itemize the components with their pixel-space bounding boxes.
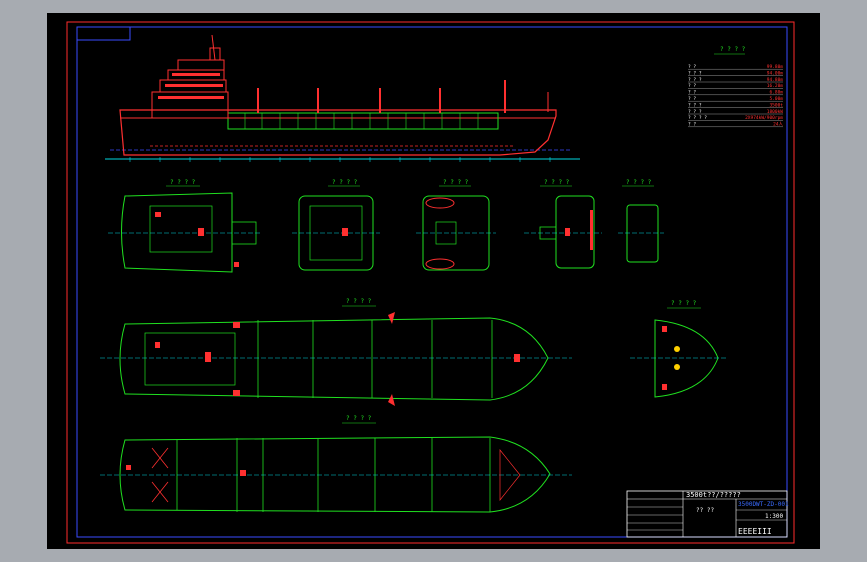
plan-c-title: ? ? ? ? [443, 179, 469, 186]
particular-value: 2X974kW/900rpm [745, 115, 783, 121]
plan-e-outline [626, 204, 659, 263]
main-deck-plan: ? ? ? ? [100, 298, 572, 406]
main-deck-equipment [155, 312, 520, 406]
hold-plan-tank-marks [126, 449, 521, 501]
particular-value: 99.80m [767, 64, 784, 70]
particular-label: ? ? [688, 83, 696, 89]
canvas-background [47, 13, 820, 549]
profile-superstructure-windows [158, 73, 224, 99]
forecastle-plan: ? ? ? ? [630, 300, 726, 398]
main-deck-title: ? ? ? ? [346, 298, 372, 305]
main-deck-accommodation [144, 332, 236, 386]
particulars-title: ? ? ? ? [720, 46, 746, 53]
hold-plan-title: ? ? ? ? [346, 415, 372, 422]
sheet-outer-border [66, 21, 795, 544]
deck-plan-c: ? ? ? ? [416, 179, 496, 271]
particulars-rows: ? ? 99.80m ? ? ? 94.00m ? ? ? 94.80m ? ? 16.20m… [688, 64, 783, 128]
title-block-company: EEEEIII [738, 527, 772, 536]
plan-e-title: ? ? ? ? [626, 179, 652, 186]
particular-label: ? ? ? [688, 102, 702, 108]
particular-label: ? ? ? ? [688, 115, 707, 121]
deck-plan-d: ? ? ? ? [524, 179, 602, 269]
particular-value: 94.80m [767, 77, 784, 83]
main-deck-hull [119, 317, 549, 401]
particular-label: ? ? ? [688, 77, 702, 83]
hold-plan: ? ? ? ? [100, 415, 572, 513]
profile-deck-cranes [257, 80, 506, 113]
profile-superstructure [151, 47, 229, 119]
particular-label: ? ? [688, 122, 696, 128]
main-deck-hold-bulkheads [257, 320, 493, 398]
hold-plan-engine-room-cross [151, 447, 169, 503]
plan-a-title: ? ? ? ? [170, 179, 196, 186]
sheet-inner-border [76, 26, 788, 538]
forecastle-title: ? ? ? ? [671, 300, 697, 307]
title-block-scale: 1:300 [765, 513, 783, 520]
particular-value: 94.00m [767, 70, 784, 76]
profile-hull-outline [119, 109, 557, 156]
title-block-name-field: ?? ?? [696, 507, 714, 514]
deck-plan-b: ? ? ? ? [292, 179, 380, 271]
title-block-frame [626, 490, 788, 538]
title-block-drawing-number: 3500DWT-ZD-001 [738, 501, 789, 508]
particulars-table: ? ? ? ? ? ? 99.80m ? ? ? 94.00m ? ? ? 94.80m?… [688, 46, 783, 128]
particular-value: 6.80m [769, 90, 783, 96]
particular-label: ? ? [688, 64, 696, 70]
particular-value: 24人 [773, 122, 783, 128]
title-block-drawing-title: 3500t??/????? [686, 491, 741, 499]
ship-profile-view [105, 34, 580, 162]
particular-label: ? ? [688, 90, 696, 96]
profile-frame-ticks [129, 157, 551, 162]
plan-d-title: ? ? ? ? [544, 179, 570, 186]
profile-mast [211, 34, 216, 61]
corner-tag-box [76, 26, 131, 41]
particular-value: 1800kW [767, 109, 784, 115]
plan-c-lifeboat-bottom [425, 258, 455, 270]
hold-plan-hull [119, 436, 551, 513]
particular-value: 3500t [769, 102, 783, 108]
particular-value: 16.20m [767, 83, 784, 89]
particular-label: ? ? [688, 96, 696, 102]
plan-b-title: ? ? ? ? [332, 179, 358, 186]
profile-hatch-coamings [244, 113, 479, 129]
profile-cargo-hold [227, 112, 499, 130]
deck-plan-a: ? ? ? ? [108, 179, 262, 273]
title-block: 3500t??/????? 3500DWT-ZD-001 ?? ?? 1:300… [626, 490, 789, 538]
deck-plan-e: ? ? ? ? [618, 179, 664, 263]
particular-label: ? ? ? [688, 70, 702, 76]
particular-label: ? ? ? [688, 109, 702, 115]
plan-a-outline [121, 192, 233, 273]
particular-value: 5.00m [769, 96, 783, 102]
plan-c-lifeboat-top [425, 197, 455, 209]
